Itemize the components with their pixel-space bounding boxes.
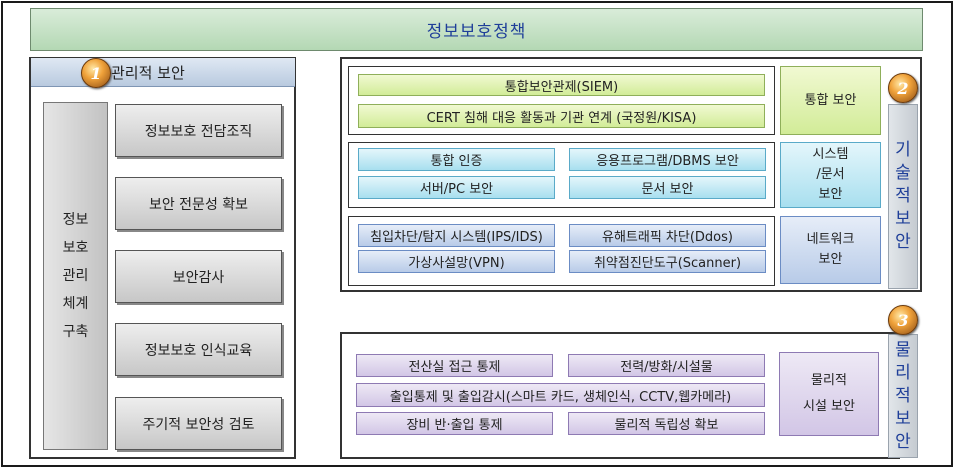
label-line: 물리적 [811, 373, 847, 388]
scanner-box: 취약점진단도구(Scanner) [569, 250, 766, 273]
label-line: 보안 [818, 252, 843, 267]
title-char: 보 [895, 408, 911, 429]
vpn-box: 가상사설망(VPN) [358, 250, 555, 273]
title-char: 리 [895, 362, 911, 383]
badge-number: 2 [897, 78, 909, 98]
number-badge-1: 1 [81, 58, 111, 88]
system-document-label: 시스템 /문서 보안 [780, 142, 881, 208]
label-line: 보안 [818, 187, 843, 202]
side-text: 체계 [62, 296, 89, 312]
network-security-label: 네트워크 보안 [780, 216, 881, 284]
title-char: 적 [895, 385, 911, 406]
ips-ids-box: 침입차단/탐지 시스템(IPS/IDS) [358, 224, 555, 247]
integrated-auth-box: 통합 인증 [358, 148, 555, 171]
siem-box: 통합보안관제(SIEM) [358, 74, 765, 96]
mgmt-item-audit: 보안감사 [115, 250, 282, 303]
number-badge-3: 3 [888, 305, 918, 335]
label-line: /문서 [816, 167, 845, 182]
badge-number: 3 [897, 310, 909, 330]
technical-security-title: 기 술 적 보 안 [888, 104, 918, 289]
title-char: 기 [895, 140, 911, 160]
label-line: 시스템 [812, 147, 849, 162]
access-control-box: 출입통제 및 출입감시(스마트 카드, 생체인식, CCTV,웹카메라) [356, 383, 765, 407]
side-text: 보호 [62, 240, 89, 256]
title-char: 적 [895, 186, 911, 206]
ddos-block-box: 유해트래픽 차단(Ddos) [569, 224, 766, 247]
number-badge-2: 2 [888, 73, 918, 103]
title-char: 물 [895, 339, 911, 360]
document-security-box: 문서 보안 [569, 176, 766, 199]
power-fire-facility-box: 전력/방화/시설물 [568, 354, 765, 377]
physical-security-title: 물 리 적 보 안 [888, 334, 918, 458]
label-line: 시설 보안 [803, 399, 855, 414]
app-dbms-security-box: 응용프로그램/DBMS 보안 [569, 148, 766, 171]
physical-isolation-box: 물리적 독립성 확보 [568, 412, 765, 435]
title-char: 술 [895, 163, 911, 183]
management-security-title: 관리적 보안 [111, 63, 185, 82]
physical-facility-label: 물리적 시설 보안 [779, 352, 879, 436]
label-line: 네트워크 [806, 232, 855, 247]
server-pc-security-box: 서버/PC 보안 [358, 176, 555, 199]
side-text: 구축 [62, 324, 89, 340]
mgmt-item-periodic-review: 주기적 보안성 검토 [115, 397, 282, 450]
title-char: 보 [895, 209, 911, 229]
title-char: 안 [895, 431, 911, 452]
mgmt-item-awareness-training: 정보보호 인식교육 [115, 323, 282, 376]
title-char: 안 [895, 232, 911, 252]
equipment-inout-box: 장비 반·출입 통제 [356, 412, 553, 435]
side-text: 정보 [62, 212, 89, 228]
management-security-header: 관리적 보안 [31, 58, 295, 87]
policy-header: 정보보호정책 [30, 8, 923, 51]
mgmt-item-expertise: 보안 전문성 확보 [115, 177, 282, 230]
side-text: 관리 [62, 268, 89, 284]
label-line: 통합 보안 [804, 92, 857, 108]
badge-number: 1 [90, 63, 102, 83]
mgmt-item-dedicated-org: 정보보호 전담조직 [115, 104, 282, 157]
server-room-access-box: 전산실 접근 통제 [356, 354, 553, 377]
management-system-label: 정보 보호 관리 체계 구축 [43, 102, 108, 450]
cert-box: CERT 침해 대응 활동과 기관 연계 (국정원/KISA) [358, 104, 765, 128]
integrated-security-label: 통합 보안 [780, 66, 881, 135]
